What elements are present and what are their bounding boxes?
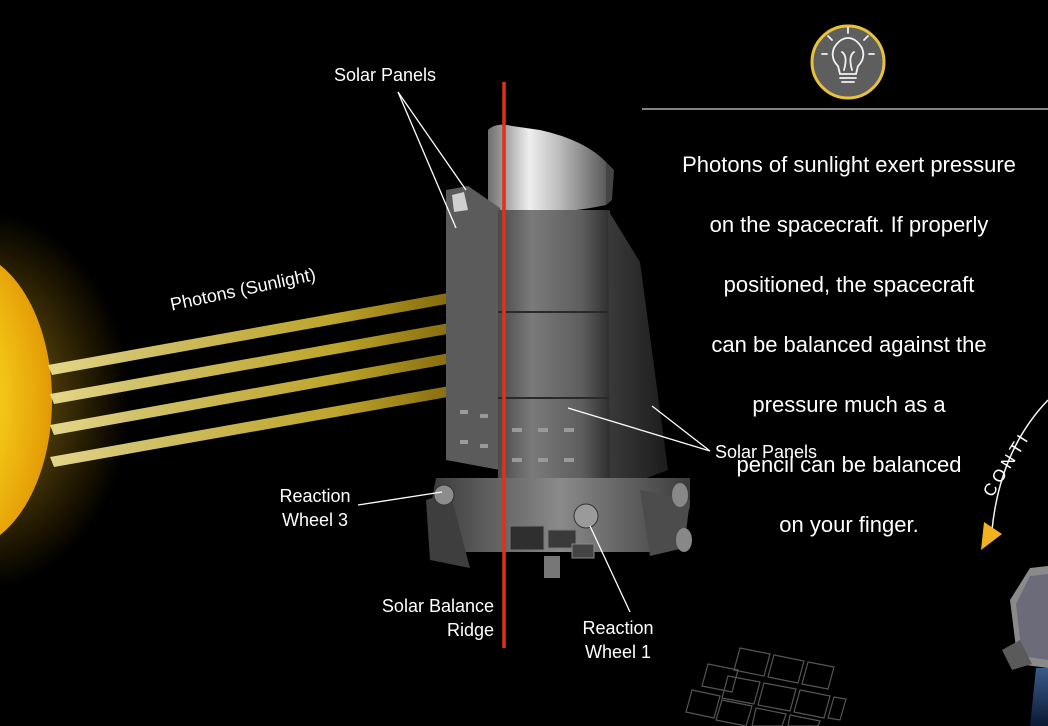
solar-balance-ridge-label-line1: Solar Balance (381, 596, 494, 616)
info-line: can be balanced against the (711, 332, 987, 357)
info-line: pressure much as a (752, 392, 946, 417)
info-line: Photons of sunlight exert pressure (682, 152, 1016, 177)
leader-solar-right-2 (567, 407, 711, 452)
reaction-wheel-3 (433, 484, 455, 506)
reaction-wheel-3-label-line1: Reaction (279, 486, 351, 506)
info-line: on the spacecraft. If properly (709, 212, 989, 237)
leader-solar-top-2 (397, 91, 457, 229)
spacecraft-bus (430, 478, 690, 552)
reaction-wheel-1 (573, 503, 599, 529)
leader-rw1 (589, 525, 631, 613)
continue-arrowhead[interactable] (981, 522, 1002, 550)
solar-balance-ridge-label-line2: Ridge (446, 620, 494, 640)
info-line: positioned, the spacecraft (723, 272, 975, 297)
reaction-wheel-1-label: Reaction Wheel 1 (566, 616, 670, 664)
lightbulb-icon (810, 24, 886, 100)
spacecraft (426, 124, 692, 578)
info-text: Photons of sunlight exert pressure on th… (650, 120, 1048, 570)
solar-balance-ridge-label: Solar Balance Ridge (360, 594, 494, 642)
info-line: on your finger. (779, 512, 919, 537)
sunshade (488, 124, 606, 213)
info-line: pencil can be balanced (736, 452, 962, 477)
leader-solar-top-1 (397, 91, 467, 191)
reaction-wheel-3-label: Reaction Wheel 3 (270, 484, 360, 532)
reaction-wheel-1-label-line2: Wheel 1 (584, 642, 652, 662)
solar-panel-right (608, 210, 668, 492)
decorative-panel-grid (685, 647, 847, 726)
solar-panels-label-top: Solar Panels (334, 65, 437, 85)
solar-panels-label-right: Solar Panels (715, 442, 818, 462)
spacecraft-thumbnail[interactable] (1002, 566, 1048, 726)
leader-rw3 (357, 491, 443, 506)
reaction-wheel-1-label-line1: Reaction (582, 618, 654, 638)
leader-solar-right-1 (651, 405, 711, 452)
solar-panel-left (446, 186, 500, 470)
reaction-wheel-3-label-line2: Wheel 3 (281, 510, 349, 530)
spacecraft-body (498, 210, 610, 492)
